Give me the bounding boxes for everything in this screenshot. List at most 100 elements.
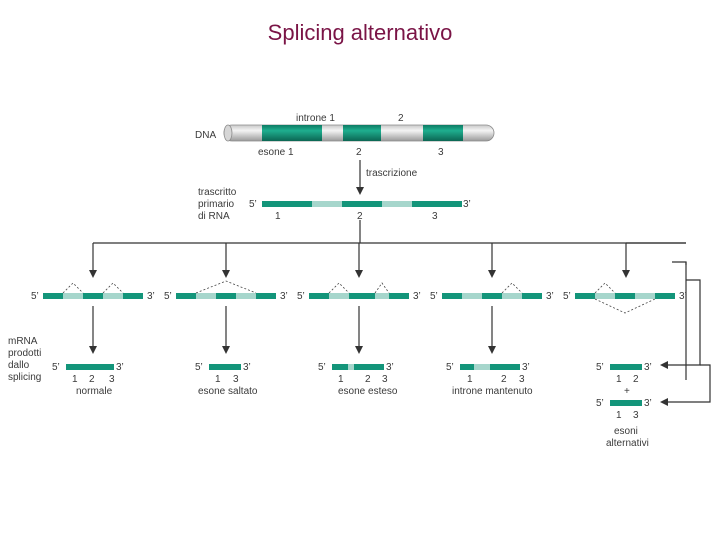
pattern-5-prime: 5’ (164, 291, 172, 302)
pattern-3-prime: 3’ (147, 291, 155, 302)
product-exon-number: 3 (233, 374, 239, 385)
splice-line (374, 282, 390, 294)
product-exon (610, 400, 626, 406)
product-name-alt-line-1: esoni (614, 426, 638, 437)
splicing-pattern-1: 5’ 3’ (31, 282, 155, 302)
splice-line (328, 282, 350, 294)
primary-exon-3-number: 3 (432, 211, 438, 222)
product-exon-number: 2 (365, 374, 371, 385)
product-5-prime: 5’ (52, 362, 60, 373)
pattern-intron (462, 293, 482, 299)
product-exon-number: 1 (215, 374, 221, 385)
pattern-3-prime: 3’ (280, 291, 288, 302)
product-exon (626, 364, 642, 370)
pattern-exon (482, 293, 502, 299)
pattern-exon (176, 293, 196, 299)
product-name-alt-line-2: alternativi (606, 438, 649, 449)
page-title: Splicing alternativo (267, 20, 453, 45)
pattern-exon (309, 293, 329, 299)
product-exon (209, 364, 225, 370)
product-5-prime: 5’ (596, 398, 604, 409)
pattern-intron (196, 293, 216, 299)
splicing-pattern-4: 5’3’ (430, 282, 554, 302)
pattern-5-prime: 5’ (297, 291, 305, 302)
splice-line (195, 280, 257, 294)
dna-molecule (223, 124, 495, 142)
product-exon-number: 3 (109, 374, 115, 385)
pattern-intron (635, 293, 655, 299)
dna-left-cap (223, 124, 233, 142)
product-exon-number: 3 (519, 374, 525, 385)
dna-exon-1-label: esone 1 (258, 147, 294, 158)
product-3-prime: 3’ (644, 362, 652, 373)
pattern-exon (43, 293, 63, 299)
primary-transcript-label-line-2: primario (198, 199, 235, 210)
pattern-intron (595, 293, 615, 299)
pattern-exon (575, 293, 595, 299)
product-exon (98, 364, 114, 370)
dna-exon-3 (423, 125, 463, 141)
product-exon-number: 3 (633, 410, 639, 421)
pattern-5-prime: 5’ (31, 291, 39, 302)
primary-exon-1 (262, 201, 312, 207)
dna-exon-3-label: 3 (438, 147, 444, 158)
primary-exon-2 (342, 201, 382, 207)
pattern-3-prime: 3’ (679, 291, 687, 302)
pattern-3-prime: 3’ (546, 291, 554, 302)
product-3-prime: 3’ (243, 362, 251, 373)
pattern-exon (389, 293, 409, 299)
transcription-label: trascrizione (366, 168, 418, 179)
pattern-intron (375, 293, 389, 299)
primary-exon-3 (412, 201, 462, 207)
product-name-intron-retained: introne mantenuto (452, 386, 533, 397)
primary-transcript-3-prime: 3’ (463, 199, 471, 210)
dna-exon-2 (343, 125, 381, 141)
bracket-arrow-lower (660, 364, 711, 406)
pattern-5-prime: 5’ (563, 291, 571, 302)
product-exon-number: 1 (616, 374, 622, 385)
splice-line (501, 282, 523, 294)
product-intron (348, 364, 354, 370)
product-exon (504, 364, 520, 370)
product-exon (626, 400, 642, 406)
product-exon (490, 364, 504, 370)
product-name-normal: normale (76, 386, 113, 397)
primary-transcript-5-prime: 5’ (249, 199, 257, 210)
product-3-prime: 3’ (522, 362, 530, 373)
pattern-exon (256, 293, 276, 299)
splice-line (594, 282, 616, 294)
product-exon (332, 364, 348, 370)
pattern-exon (522, 293, 542, 299)
splicing-patterns-row: 5’3’5’3’5’3’5’3’5’3’ (31, 280, 687, 314)
alternative-exons-bracket (672, 261, 687, 380)
product-5-prime: 5’ (596, 362, 604, 373)
dna-exon-1 (262, 125, 322, 141)
product-5-prime: 5’ (318, 362, 326, 373)
dna-label: DNA (195, 130, 216, 141)
mrna-label-line-4: splicing (8, 372, 41, 383)
pattern-exon (123, 293, 143, 299)
product-exon (66, 364, 82, 370)
product-3-prime: 3’ (644, 398, 652, 409)
product-exon-number: 1 (616, 410, 622, 421)
product-name-exon-extended: esone esteso (338, 386, 398, 397)
dna-intron-1-label: introne 1 (296, 113, 335, 124)
mrna-label-line-3: dallo (8, 360, 30, 371)
product-3-prime: 3’ (116, 362, 124, 373)
product-exon-number: 2 (89, 374, 95, 385)
product-exon (354, 364, 368, 370)
product-exon-number: 1 (72, 374, 78, 385)
product-arrows (89, 306, 496, 354)
product-exon (82, 364, 98, 370)
product-exon (460, 364, 474, 370)
dna-exon-2-label: 2 (356, 147, 362, 158)
pattern-exon (655, 293, 675, 299)
splicing-pattern-5: 5’ 3’ (563, 282, 687, 314)
pattern-intron (236, 293, 256, 299)
